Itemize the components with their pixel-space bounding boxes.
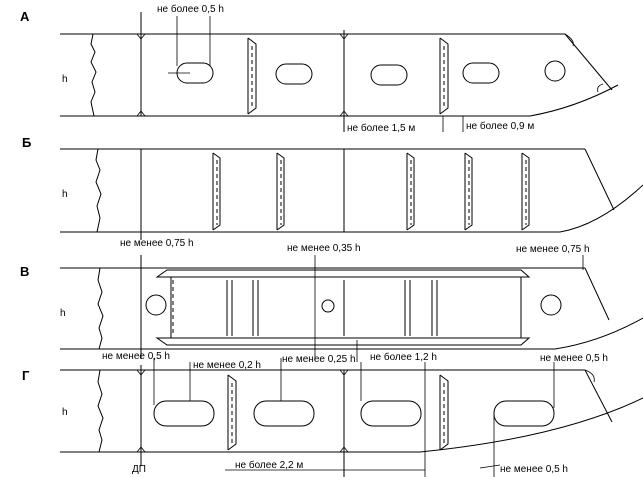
section-d-end-line	[584, 369, 613, 423]
section-a-break-line	[90, 33, 97, 117]
section-d-bracket	[584, 369, 595, 383]
section-a-end-line	[564, 33, 613, 91]
section-c-hole-small	[321, 299, 335, 313]
section-d-hole-1	[153, 400, 215, 427]
section-d: Г h ДП не более 2,2 м не менее 0,5 h	[22, 358, 643, 477]
section-d-arrow-stub	[479, 464, 501, 469]
section-d-bottom-line	[60, 397, 643, 453]
section-a-round-hole	[544, 60, 566, 82]
section-c-bottom-line	[60, 317, 643, 350]
section-d-letter: Г	[22, 368, 30, 383]
section-b-h-label: h	[62, 189, 68, 200]
section-a-frame-2-marks	[339, 33, 349, 117]
section-b-stiffener-3	[406, 152, 415, 231]
section-d-label-2: не менее 0,5 h	[500, 464, 568, 475]
section-b-letter: Б	[22, 135, 31, 150]
section-b-stiffener-2	[276, 152, 285, 231]
section-c-label-5: не менее 0,5 h	[540, 353, 608, 364]
section-a-label-3: не более 0,9 м	[466, 120, 534, 132]
section-c-label-4: не более 1,2 h	[370, 351, 437, 363]
section-c-break-line	[97, 267, 104, 350]
section-a-hole-3	[370, 64, 408, 86]
section-d-hole-4	[493, 400, 555, 427]
section-c-hole-right	[540, 294, 562, 316]
section-c-label-1: не менее 0,5 h	[102, 351, 170, 362]
section-d-label-dp: ДП	[132, 464, 146, 475]
section-c-girder-bottom-flange	[155, 337, 531, 346]
section-d-h-label: h	[62, 407, 68, 418]
section-a-hole-2	[275, 63, 313, 85]
section-d-label-1: не более 2,2 м	[235, 459, 303, 471]
section-a-stiffener-1	[247, 37, 257, 115]
section-b-label-1: не менее 0,75 h	[120, 238, 194, 249]
section-c-label-3: не менее 0,25 h	[282, 354, 356, 365]
section-b-bottom-line	[60, 184, 643, 233]
section-d-stiffener-1	[227, 374, 237, 451]
section-c-letter: В	[20, 264, 29, 279]
section-b-label-3: не менее 0,75 h	[516, 244, 590, 255]
section-d-frame-1-marks	[136, 369, 146, 453]
section-d-break-line	[97, 369, 104, 453]
section-a-h-label: h	[62, 74, 68, 85]
section-a-label-2: не более 1,5 м	[347, 122, 415, 134]
section-b-break-line	[95, 148, 102, 233]
section-b-stiffener-4	[464, 152, 473, 231]
section-b-label-2: не менее 0,35 h	[287, 243, 361, 254]
section-c-label-2: не менее 0,2 h	[193, 360, 261, 371]
section-b-stiffener-5	[521, 152, 530, 231]
section-a-bracket-top	[564, 33, 574, 47]
section-a-hole-4	[462, 62, 500, 84]
section-b-end-line	[584, 148, 615, 211]
section-c-h-label: h	[60, 308, 66, 319]
section-c-girder-top-flange	[155, 269, 531, 278]
section-c-hole-left	[145, 294, 167, 316]
section-c-end-line	[584, 267, 610, 321]
section-a-label-1: не более 0,5 h	[157, 3, 224, 15]
section-d-stiffener-2	[439, 374, 449, 451]
section-d-frame-2-marks	[339, 369, 349, 453]
section-d-hole-2	[253, 400, 315, 427]
section-a: А h не более 0,5 h не более 1,5 м	[20, 3, 619, 134]
section-a-frame-1-marks	[136, 33, 146, 117]
section-a-bottom-line	[60, 84, 619, 117]
section-a-bracket-bottom	[597, 83, 604, 93]
section-b: Б h не менее 0,75 h не менее 0,35 h не м…	[22, 135, 643, 255]
section-a-stiffener-2	[439, 37, 449, 115]
section-a-letter: А	[20, 9, 30, 24]
section-b-stiffener-1	[212, 152, 221, 231]
section-c: В h не менее 0,5 h не менее 0,2 h не мен…	[20, 255, 643, 371]
section-d-hole-3	[360, 400, 422, 427]
